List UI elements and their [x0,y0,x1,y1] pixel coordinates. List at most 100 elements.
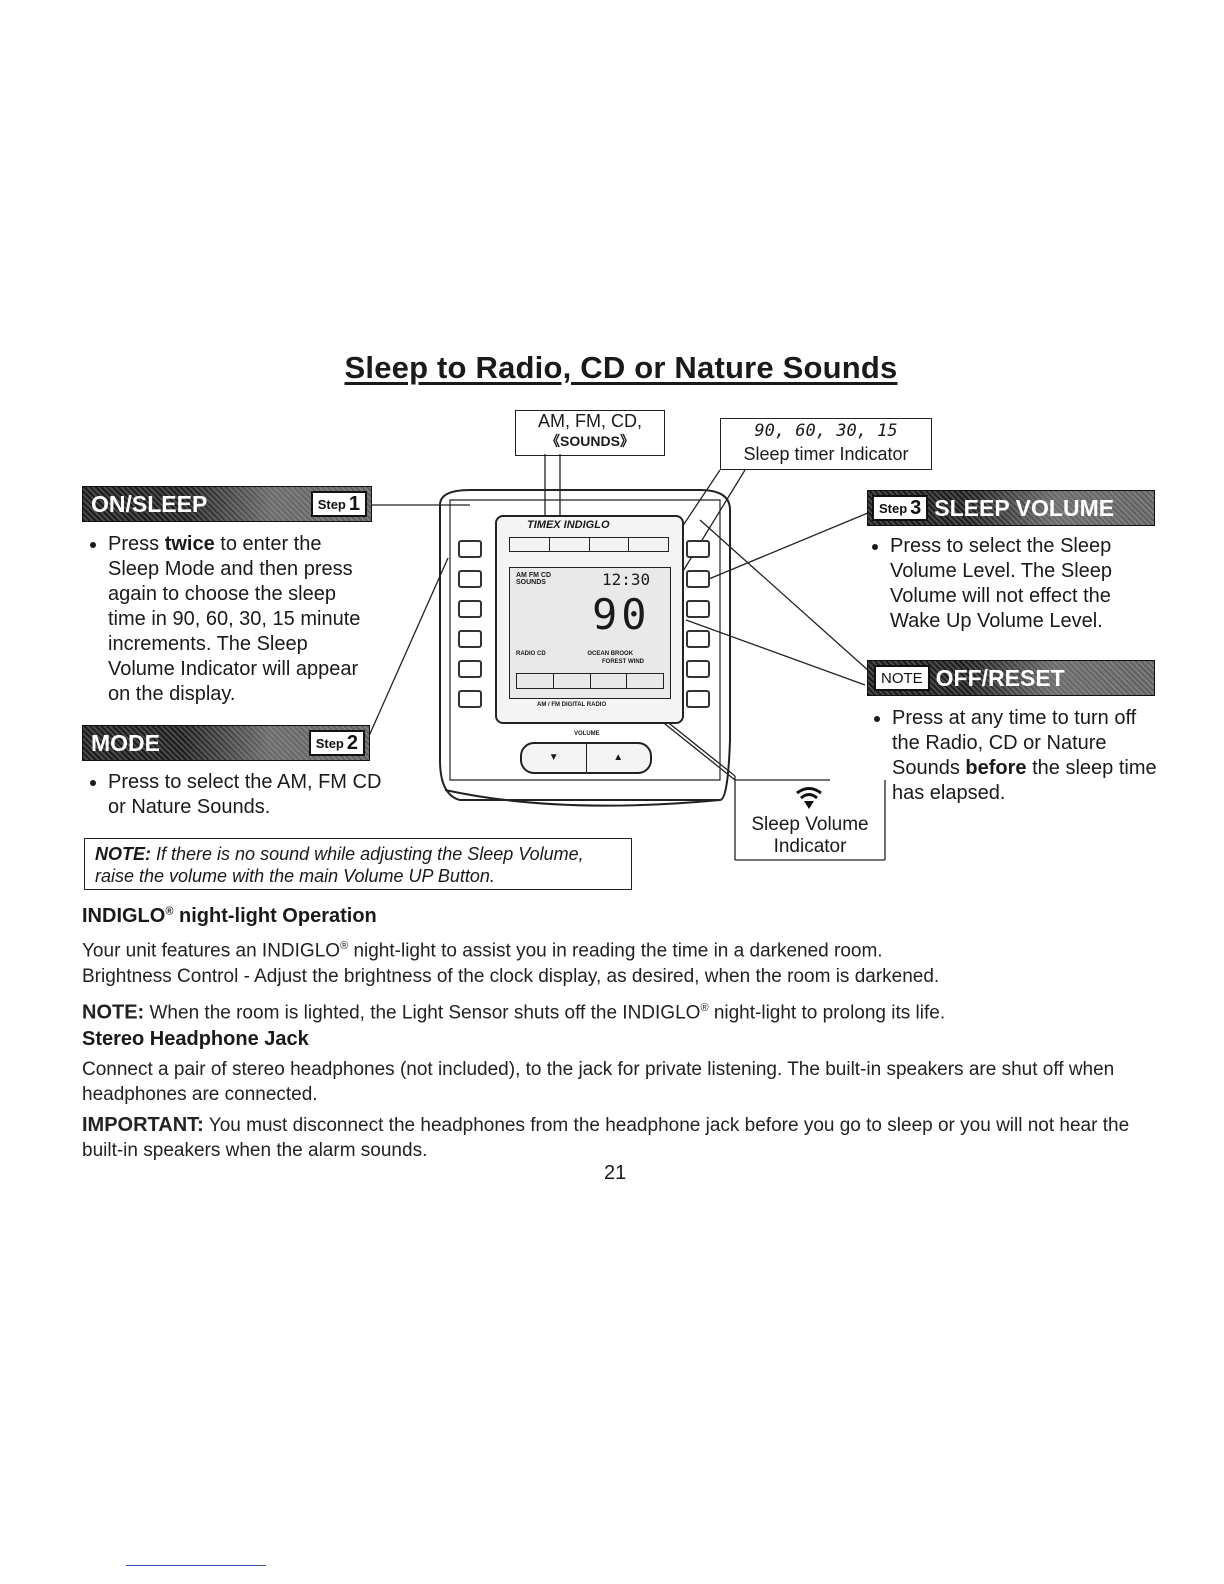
step-2-badge: Step 2 [308,730,365,756]
page-title: Sleep to Radio, CD or Nature Sounds [344,350,898,385]
volume-note-label: NOTE: [95,844,151,864]
lcd-cd2: CD [537,651,546,657]
indiglo-heading-rest: night-light Operation [173,905,377,927]
source-callout-line2: 《SOUNDS》 [546,433,634,449]
on-sleep-text-bold: twice [164,533,215,555]
lcd-wind: WIND [628,659,645,665]
off-reset-bullet: Press at any time to turn off the Radio,… [892,706,1158,806]
step-3-badge: Step 3 [872,495,929,521]
indiglo-p1-a: Your unit features an INDIGLO [82,940,341,962]
indiglo-heading-text: INDIGLO [82,905,166,927]
mode-button[interactable] [458,540,482,558]
headphone-heading: Stereo Headphone Jack [82,1028,309,1050]
device-brand: TIMEX INDIGLO [527,519,610,531]
volume-note-box: NOTE: If there is no sound while adjusti… [84,838,632,890]
mode-bar: MODE Step 2 [82,725,370,761]
step-2-word: Step [315,735,344,751]
volume-buttons: ▼ ▲ [520,742,652,774]
source-callout: AM, FM, CD, 《SOUNDS》 [515,410,665,456]
off-reset-instructions: Press at any time to turn off the Radio,… [868,706,1158,806]
indiglo-paragraph-3: NOTE: When the room is lighted, the Ligh… [82,996,1162,1025]
fm-am-button[interactable] [458,570,482,588]
cd-button[interactable] [458,690,482,708]
indiglo-p3-b: night-light to prolong its life. [708,1002,946,1024]
page-number: 21 [604,1162,627,1184]
off-reset-bar: NOTE OFF/RESET [867,660,1155,696]
headphone-important-label: IMPORTANT: [82,1114,204,1136]
sleep-volume-bullet: Press to select the Sleep Volume Level. … [890,534,1156,634]
lcd-forest: FOREST [602,659,627,665]
lcd-big-digits: 90 [592,590,651,639]
radio-button[interactable] [458,660,482,678]
on-sleep-bar: ON/SLEEP Step 1 [82,486,372,522]
hr-button[interactable] [686,660,710,678]
footer-rule [126,1565,266,1566]
sleep-volume-instructions: Press to select the Sleep Volume Level. … [866,534,1156,634]
on-sleep-bullet: Press twice to enter the Sleep Mode and … [108,532,364,707]
volume-note-text: If there is no sound while adjusting the… [95,844,584,886]
sleep-volume-indicator-line1: Sleep Volume [751,814,869,835]
transport-buttons [509,537,669,552]
time-set-button[interactable] [686,630,710,648]
volume-down-button[interactable]: ▼ [522,744,587,772]
indiglo-p1-b: night-light to assist you in reading the… [348,940,883,962]
sleep-timer-values: 90, 60, 30, 15 [754,421,898,441]
indiglo-note-label: NOTE: [82,1001,145,1024]
snooze-button[interactable] [686,690,710,708]
right-side-buttons [686,540,710,708]
lcd-sounds: SOUNDS [516,579,546,586]
device-bottom-label: AM / FM DIGITAL RADIO [537,702,607,708]
left-side-buttons [458,540,482,708]
headphone-paragraph-2: IMPORTANT: You must disconnect the headp… [82,1113,1167,1163]
mode-instructions: Press to select the AM, FM CD or Nature … [84,770,384,820]
indiglo-paragraph-1: Your unit features an INDIGLO® night-lig… [82,934,1162,963]
on-sleep-text-a: Press [108,533,160,555]
sleep-volume-indicator-callout: Sleep Volume Indicator [737,780,883,860]
lcd-radio: RADIO [516,651,536,657]
lcd-fm: FM [528,572,539,579]
sleep-volume-icon [796,787,822,809]
note-badge: NOTE [874,665,930,691]
mode-label: MODE [91,729,160,756]
sleep-button[interactable] [686,540,710,558]
indiglo-p3-a: When the room is lighted, the Light Sens… [144,1002,701,1024]
step-2-number: 2 [346,731,358,754]
sleep-timer-callout: 90, 60, 30, 15 Sleep timer Indicator [720,418,932,470]
step-1-word: Step [317,496,346,512]
step-3-number: 3 [910,496,922,519]
lcd-ocean: OCEAN [587,651,610,657]
mode-bullet: Press to select the AM, FM CD or Nature … [108,770,384,820]
lcd-time: 12:30 [602,570,651,589]
volume-up-button[interactable]: ▲ [613,752,624,763]
source-callout-line1: AM, FM, CD, [538,411,642,431]
memory-button[interactable] [686,600,710,618]
off-reset-text-bold: before [965,757,1027,779]
indiglo-p1-reg: ® [340,940,349,952]
lcd-display: AM FM CD SOUNDS 12:30 90 RADIO CD OCEAN … [509,567,671,699]
indiglo-paragraph-2: Brightness Control - Adjust the brightne… [82,966,940,987]
sleep-volume-bar: Step 3 SLEEP VOLUME [867,490,1155,526]
indiglo-heading-reg: ® [165,905,174,918]
lcd-cd: CD [540,572,552,579]
lcd-brook: BROOK [610,651,634,657]
off-reset-text-b: the sleep time has elapsed. [892,757,1157,804]
off-reset-label: OFF/RESET [935,664,1065,691]
off-reset-text-a: Press at any time to turn off the Radio,… [892,707,1137,779]
headphone-p2-text: You must disconnect the headphones from … [82,1115,1130,1161]
on-sleep-label: ON/SLEEP [91,490,208,517]
device-volume-label: VOLUME [574,731,600,737]
clock-radio-device: TIMEX INDIGLO AM FM CD SOUNDS 12:30 90 R… [495,515,684,724]
step-3-word: Step [879,500,908,516]
sleep-volume-indicator-line2: Indicator [773,836,847,857]
preset-button[interactable] [686,570,710,588]
step-1-badge: Step 1 [310,491,367,517]
on-sleep-instructions: Press twice to enter the Sleep Mode and … [84,532,364,707]
indiglo-heading: INDIGLO® night-light Operation [82,905,377,928]
lcd-am: AM [516,572,527,579]
on-sleep-text-b: to enter the Sleep Mode and then press a… [108,533,361,705]
alarm-2-button[interactable] [458,630,482,648]
alarm-button[interactable] [458,600,482,618]
sleep-volume-label: SLEEP VOLUME [934,494,1115,521]
note-badge-word: NOTE [881,669,923,687]
sleep-timer-label: Sleep timer Indicator [743,444,909,464]
